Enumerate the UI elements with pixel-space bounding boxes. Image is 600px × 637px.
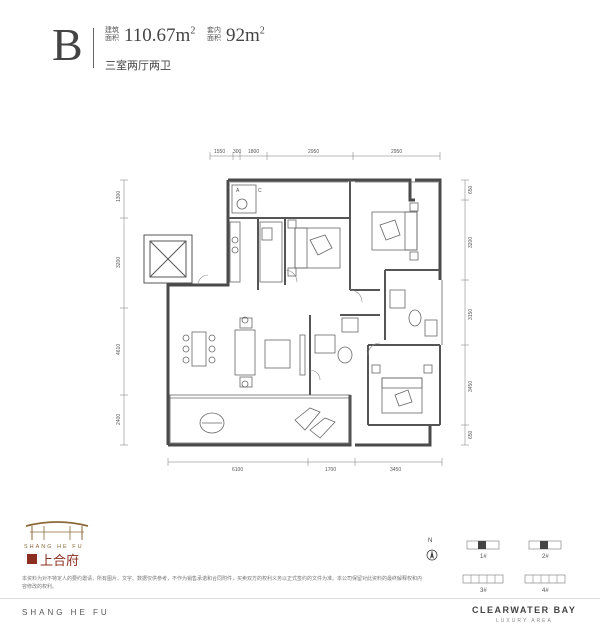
- dim-right-1: 650: [468, 185, 474, 194]
- brand-logo-cn: 上合府: [40, 554, 80, 569]
- living-sofa: [234, 316, 306, 388]
- building-key-2-icon: [528, 540, 562, 550]
- dim-left-4: 2400: [116, 414, 122, 425]
- north-compass-icon: [426, 549, 438, 561]
- building-key-4-icon: [524, 574, 566, 584]
- room-mark-a: A: [236, 188, 240, 194]
- bedroom-1-bed: [287, 219, 341, 277]
- compass-label: N: [428, 538, 433, 544]
- inner-area-label: 套内 面积: [207, 27, 221, 42]
- built-area-value: 110.67m2: [124, 25, 196, 46]
- common-bath: [314, 317, 359, 364]
- building-key-1-icon: [466, 540, 500, 550]
- building-key-1-caption: 1#: [480, 554, 487, 560]
- brand-seal-icon: [27, 554, 37, 564]
- elevator-shaft: [143, 234, 193, 284]
- dim-top-5: 2950: [391, 149, 402, 155]
- dim-top-2: 300: [233, 149, 242, 155]
- balcony-lines: [169, 181, 443, 444]
- footer-brand-right: CLEARWATER BAY: [472, 605, 577, 615]
- dim-bottom-1: 6100: [232, 467, 243, 473]
- footer-divider: [0, 598, 600, 599]
- unit-type-letter: B: [52, 19, 83, 70]
- storage-area: [231, 184, 257, 214]
- dim-top-3: 1800: [248, 149, 259, 155]
- unit-layout-text: 三室两厅两卫: [105, 60, 171, 72]
- dim-top-1: 1550: [214, 149, 225, 155]
- dim-right-5: 650: [468, 430, 474, 439]
- building-key-2-caption: 2#: [542, 554, 549, 560]
- built-area-label: 建筑 面积: [105, 27, 119, 42]
- dim-left-3: 4610: [116, 344, 122, 355]
- bedroom-3-bed: [371, 364, 433, 414]
- floor-plan: 1550 300 1800 2950 2950 1300 3200 4610 2…: [116, 149, 474, 473]
- dimension-left: [120, 179, 128, 446]
- dimension-top: [209, 152, 441, 160]
- footer-brand-left: SHANG HE FU: [22, 608, 110, 617]
- header-divider: [93, 28, 94, 68]
- inner-walls: [228, 180, 441, 426]
- dim-left-1: 1300: [116, 191, 122, 202]
- dim-bottom-3: 3450: [390, 467, 401, 473]
- outer-walls: [166, 178, 442, 447]
- inner-area-value: 92m2: [226, 25, 265, 46]
- balcony-furniture: [199, 407, 336, 439]
- disclaimer-text: 本资料为对不特定人的要约邀请，所有图片、文字、数据仅供参考，不作为销售承诺和合同…: [22, 576, 423, 590]
- dimension-right: [461, 179, 469, 446]
- building-key-3-icon: [462, 574, 504, 584]
- dining-table: [182, 331, 216, 367]
- building-key-3-caption: 3#: [480, 588, 487, 594]
- dim-right-2: 3200: [468, 237, 474, 248]
- brand-logo-icon: [25, 521, 89, 540]
- dimension-bottom: [167, 458, 443, 466]
- brand-logo-en: SHANG HE FU: [24, 544, 84, 550]
- footer-brand-right-sub: LUXURY AREA: [496, 618, 553, 624]
- dim-left-2: 3200: [116, 257, 122, 268]
- dim-right-3: 3150: [468, 309, 474, 320]
- kitchen: [229, 221, 283, 283]
- building-key-4-caption: 4#: [542, 588, 549, 594]
- dim-top-4: 2950: [308, 149, 319, 155]
- dim-right-4: 3450: [468, 381, 474, 392]
- room-mark-c: C: [258, 188, 262, 194]
- dim-bottom-2: 1700: [325, 467, 336, 473]
- master-bath: [389, 289, 438, 337]
- bedroom-2-bed: [371, 202, 419, 261]
- door-swings: [197, 269, 381, 381]
